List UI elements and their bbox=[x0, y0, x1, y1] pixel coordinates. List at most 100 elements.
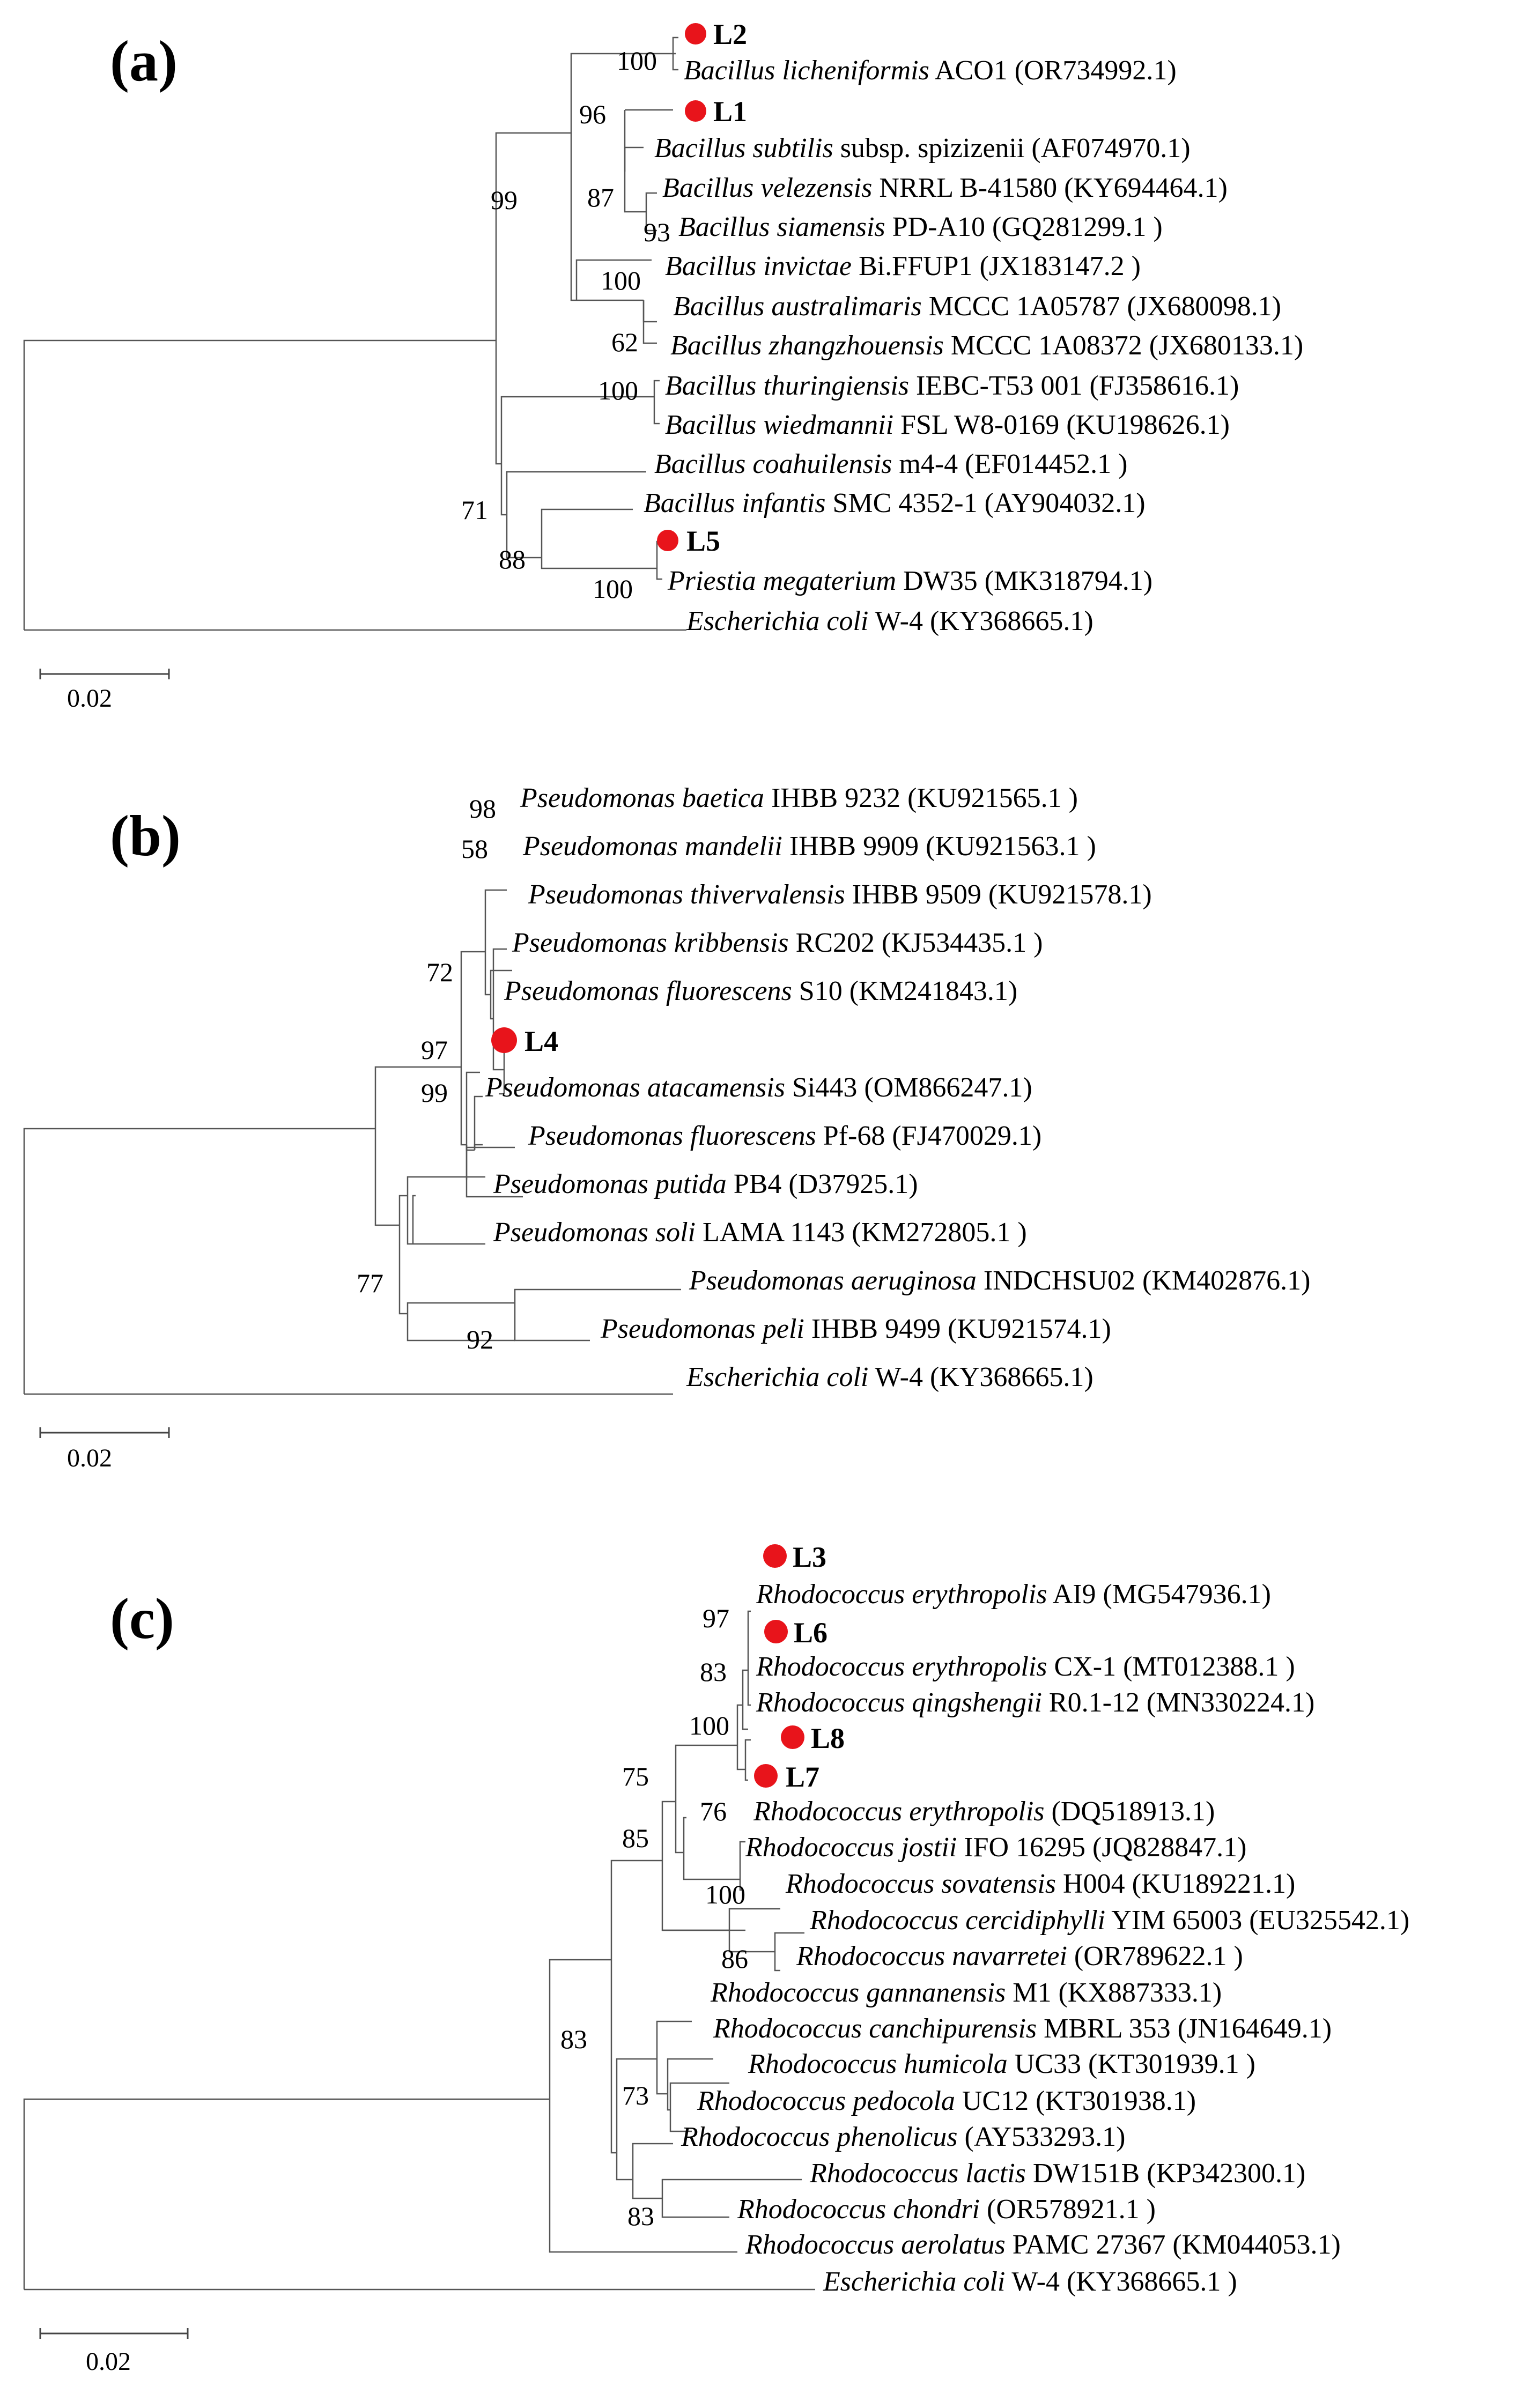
leaf-label: Pseudomonas mandelii IHBB 9909 (KU921563… bbox=[522, 831, 1096, 862]
leaf-label: Pseudomonas peli IHBB 9499 (KU921574.1) bbox=[600, 1314, 1111, 1344]
leaf-label: Priestia megaterium DW35 (MK318794.1) bbox=[667, 566, 1152, 596]
leaf-label: Bacillus siamensis PD-A10 (GQ281299.1 ) bbox=[678, 212, 1163, 242]
leaf-label: Bacillus thuringiensis IEBC-T53 001 (FJ3… bbox=[665, 371, 1239, 401]
leaf-label: Pseudomonas atacamensis Si443 (OM866247.… bbox=[485, 1072, 1032, 1103]
bootstrap-value: 62 bbox=[611, 327, 638, 357]
bootstrap-value: 77 bbox=[357, 1268, 383, 1298]
leaf-label: Pseudomonas baetica IHBB 9232 (KU921565.… bbox=[520, 783, 1078, 813]
bootstrap-value: 100 bbox=[689, 1710, 729, 1740]
isolate-label: L4 bbox=[524, 1025, 558, 1057]
panel-a-label: (a) bbox=[110, 29, 178, 93]
panel-c-branches bbox=[23, 1610, 815, 2291]
bootstrap-value: 96 bbox=[579, 99, 606, 129]
panel-a-branches bbox=[23, 36, 686, 631]
bootstrap-value: 86 bbox=[721, 1944, 748, 1974]
isolate-marker bbox=[763, 1544, 787, 1568]
isolate-marker bbox=[754, 1764, 778, 1788]
bootstrap-value: 85 bbox=[622, 1823, 649, 1853]
panel-b-label: (b) bbox=[110, 804, 181, 868]
bootstrap-value: 75 bbox=[622, 1761, 649, 1791]
leaf-label: Rhodococcus lactis DW151B (KP342300.1) bbox=[809, 2158, 1305, 2189]
leaf-label: Pseudomonas putida PB4 (D37925.1) bbox=[493, 1169, 918, 1199]
bootstrap-value: 87 bbox=[587, 182, 614, 212]
leaf-label: Rhodococcus erythropolis (DQ518913.1) bbox=[753, 1796, 1215, 1827]
leaf-label: Rhodococcus qingshengii R0.1-12 (MN33022… bbox=[756, 1687, 1314, 1718]
isolate-label: L6 bbox=[794, 1617, 828, 1649]
leaf-label: Pseudomonas fluorescens S10 (KM241843.1) bbox=[504, 976, 1017, 1006]
leaf-label: Rhodococcus aerolatus PAMC 27367 (KM0440… bbox=[745, 2229, 1341, 2260]
bootstrap-value: 58 bbox=[461, 834, 488, 864]
leaf-label: Bacillus australimaris MCCC 1A05787 (JX6… bbox=[673, 291, 1281, 322]
leaf-label: Rhodococcus cercidiphylli YIM 65003 (EU3… bbox=[809, 1905, 1409, 1936]
leaf-label: Rhodococcus canchipurensis MBRL 353 (JN1… bbox=[713, 2013, 1332, 2044]
bootstrap-value: 97 bbox=[703, 1603, 729, 1633]
panel-b: (b) bbox=[23, 783, 1310, 1472]
leaf-label: Bacillus licheniformis ACO1 (OR734992.1) bbox=[684, 55, 1177, 86]
leaf-label: Rhodococcus chondri (OR578921.1 ) bbox=[737, 2194, 1156, 2225]
leaf-label: Rhodococcus erythropolis AI9 (MG547936.1… bbox=[756, 1579, 1271, 1610]
bootstrap-value: 98 bbox=[469, 794, 496, 824]
leaf-label: Bacillus subtilis subsp. spizizenii (AF0… bbox=[654, 133, 1191, 164]
leaf-label: Bacillus invictae Bi.FFUP1 (JX183147.2 ) bbox=[665, 251, 1141, 281]
bootstrap-value: 99 bbox=[421, 1078, 448, 1108]
isolate-label: L8 bbox=[811, 1722, 845, 1754]
isolate-label: L3 bbox=[793, 1541, 826, 1573]
scale-bar-label: 0.02 bbox=[86, 2347, 131, 2376]
bootstrap-value: 88 bbox=[499, 544, 526, 574]
scale-bar-label: 0.02 bbox=[67, 1444, 112, 1472]
leaf-label: Pseudomonas kribbensis RC202 (KJ534435.1… bbox=[512, 928, 1043, 958]
isolate-marker bbox=[657, 530, 678, 551]
leaf-label: Rhodococcus pedocola UC12 (KT301938.1) bbox=[697, 2086, 1196, 2116]
panel-b-branches bbox=[23, 889, 681, 1395]
isolate-label: L5 bbox=[686, 525, 720, 557]
leaf-label: Rhodococcus gannanensis M1 (KX887333.1) bbox=[710, 1977, 1222, 2008]
isolate-marker bbox=[685, 23, 706, 45]
leaf-label: Bacillus wiedmannii FSL W8-0169 (KU19862… bbox=[665, 410, 1230, 440]
leaf-label: Escherichia coli W-4 (KY368665.1) bbox=[686, 606, 1094, 636]
bootstrap-value: 72 bbox=[426, 957, 453, 987]
bootstrap-value: 99 bbox=[491, 185, 518, 215]
leaf-label: Bacillus coahuilensis m4-4 (EF014452.1 ) bbox=[654, 449, 1128, 479]
isolate-label: L1 bbox=[713, 95, 747, 128]
leaf-label: Pseudomonas thivervalensis IHBB 9509 (KU… bbox=[528, 879, 1152, 910]
bootstrap-value: 100 bbox=[601, 265, 641, 295]
bootstrap-value: 83 bbox=[700, 1657, 727, 1687]
bootstrap-value: 83 bbox=[560, 2024, 587, 2054]
bootstrap-value: 73 bbox=[622, 2080, 649, 2110]
panel-c: (c) bbox=[23, 1541, 1409, 2376]
leaf-label: Bacillus velezensis NRRL B-41580 (KY6944… bbox=[662, 173, 1228, 203]
leaf-label: Pseudomonas soli LAMA 1143 (KM272805.1 ) bbox=[493, 1217, 1027, 1248]
bootstrap-value: 93 bbox=[644, 217, 670, 247]
leaf-label: Rhodococcus humicola UC33 (KT301939.1 ) bbox=[748, 2049, 1255, 2079]
leaf-label: Rhodococcus navarretei (OR789622.1 ) bbox=[796, 1941, 1243, 1972]
leaf-label: Escherichia coli W-4 (KY368665.1 ) bbox=[823, 2266, 1237, 2297]
bootstrap-value: 92 bbox=[467, 1324, 493, 1354]
leaf-label: Escherichia coli W-4 (KY368665.1) bbox=[686, 1362, 1094, 1392]
scale-bar-label: 0.02 bbox=[67, 684, 112, 713]
leaf-label: Rhodococcus sovatensis H004 (KU189221.1) bbox=[785, 1869, 1295, 1899]
isolate-marker bbox=[781, 1725, 804, 1749]
isolate-marker bbox=[491, 1027, 517, 1053]
bootstrap-value: 100 bbox=[705, 1879, 745, 1909]
bootstrap-value: 97 bbox=[421, 1035, 448, 1065]
bootstrap-value: 83 bbox=[627, 2201, 654, 2231]
leaf-label: Rhodococcus jostii IFO 16295 (JQ828847.1… bbox=[745, 1832, 1246, 1863]
bootstrap-value: 71 bbox=[461, 495, 488, 525]
leaf-label: Pseudomonas fluorescens Pf-68 (FJ470029.… bbox=[528, 1121, 1041, 1151]
bootstrap-value: 100 bbox=[617, 46, 657, 76]
panel-a: (a) bbox=[23, 18, 1303, 713]
bootstrap-value: 100 bbox=[593, 574, 633, 604]
isolate-label: L2 bbox=[713, 18, 747, 50]
isolate-label: L7 bbox=[786, 1761, 819, 1793]
isolate-marker bbox=[764, 1620, 788, 1643]
leaf-label: Bacillus infantis SMC 4352-1 (AY904032.1… bbox=[644, 488, 1146, 518]
leaf-label: Pseudomonas aeruginosa INDCHSU02 (KM4028… bbox=[689, 1265, 1310, 1296]
isolate-marker bbox=[685, 100, 706, 122]
bootstrap-value: 76 bbox=[700, 1796, 727, 1826]
leaf-label: Rhodococcus erythropolis CX-1 (MT012388.… bbox=[756, 1651, 1295, 1682]
leaf-label: Rhodococcus phenolicus (AY533293.1) bbox=[681, 2122, 1126, 2152]
bootstrap-value: 100 bbox=[598, 375, 638, 405]
panel-c-label: (c) bbox=[110, 1587, 174, 1651]
leaf-label: Bacillus zhangzhouensis MCCC 1A08372 (JX… bbox=[670, 330, 1303, 361]
